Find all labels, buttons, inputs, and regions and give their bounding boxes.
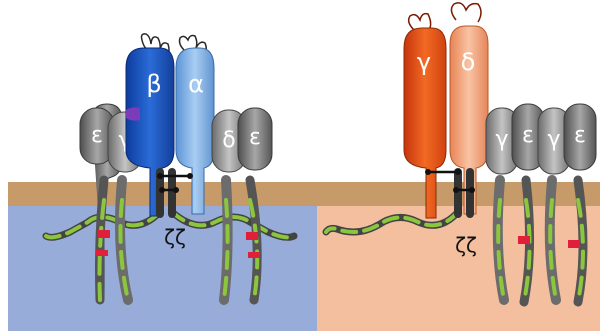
left-itam-red-4 [248,252,260,258]
right-cd3-epsilon-2-label: ε [574,123,586,148]
left-zeta-label: ζζ [164,225,186,249]
right-cd3-epsilon-1-label: ε [522,123,534,148]
left-alpha-label: α [188,70,204,98]
left-beta-label: β [146,70,161,98]
right-cd3-gamma-2-label: γ [547,127,560,152]
right-zeta-label: ζζ [455,233,477,257]
right-gamma-label: γ [417,48,431,76]
left-cytoplasm [8,205,317,331]
left-delta-label: δ [222,128,235,153]
right-cytoplasm [317,205,600,331]
left-epsilon-right-label: ε [249,125,261,150]
right-itam-red-1 [518,236,530,244]
right-cd3-gamma-1-label: γ [495,127,508,152]
left-itam-red-3 [246,232,258,240]
left-itam-red-2 [96,250,108,256]
left-epsilon-outer-label: ε [91,123,103,148]
left-itam-red-1 [98,230,110,238]
right-delta-label: δ [461,48,476,76]
right-itam-red-2 [568,240,580,248]
